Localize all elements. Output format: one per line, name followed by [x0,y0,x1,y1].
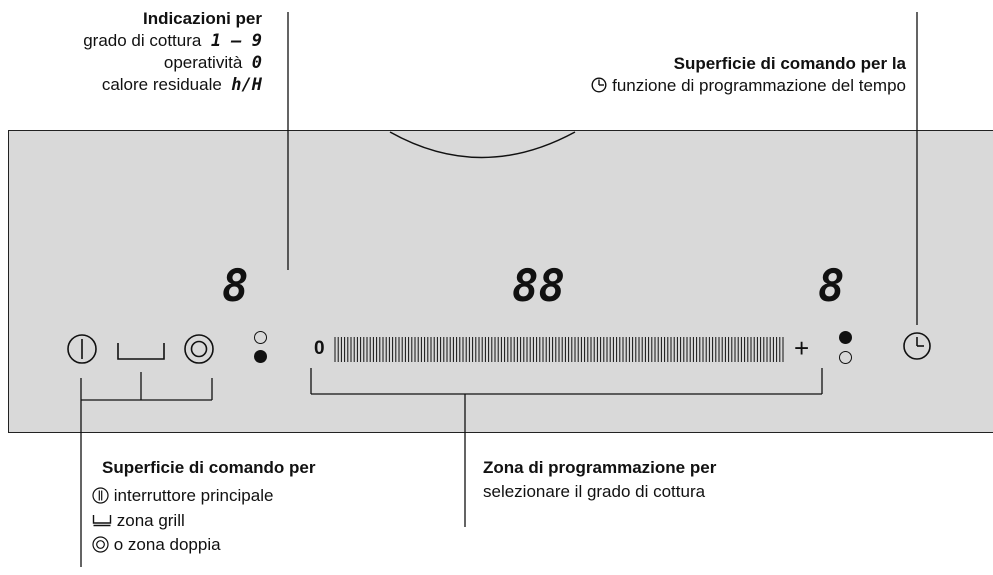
cooking-level-code: 1 – 9 [210,31,262,51]
grill-zone-icon[interactable] [116,340,166,364]
indicators-line1: grado di cottura 1 – 9 [83,31,262,51]
right-indicator-filled [839,331,852,344]
timer-line1: funzione di programmazione del tempo [591,75,906,97]
indicators-line3: calore residuale h/H [101,75,262,95]
timer-display: 88 [512,261,565,312]
control-panel [8,130,993,433]
grill-zone-icon [92,515,112,527]
left-indicator-filled [254,350,267,363]
slider-min-label: 0 [314,338,325,359]
slider-max-label[interactable]: + [794,333,810,363]
control-surface-item1: interruttore principale [92,485,273,507]
right-indicator-empty [839,351,852,364]
left-zone-display: 8 [222,261,249,312]
double-zone-icon [92,536,109,553]
right-zone-display: 8 [818,261,845,312]
programming-zone-line1: selezionare il grado di cottura [483,482,706,501]
power-icon[interactable] [66,333,98,365]
timer-button-icon[interactable] [902,331,932,361]
residual-heat-code: h/H [231,75,262,95]
operative-code: 0 [251,53,262,73]
power-icon [92,487,109,504]
indicators-heading: Indicazioni per [142,9,262,28]
programming-zone-heading: Zona di programmazione per [483,458,717,477]
double-zone-icon[interactable] [183,333,215,365]
slider-scale[interactable] [334,337,784,362]
timer-heading: Superficie di comando per la [673,54,906,73]
indicators-annotation: Indicazioni per grado di cottura 1 – 9 o… [83,8,262,96]
indicators-line2: operatività 0 [163,53,262,73]
timer-annotation: Superficie di comando per la funzione di… [591,53,906,97]
left-indicator-empty [254,331,267,344]
control-surface-item3: o zona doppia [92,534,221,556]
control-surface-annotation: Superficie di comando per [100,457,316,479]
clock-icon [591,77,607,93]
control-surface-heading: Superficie di comando per [102,458,316,477]
control-surface-item2: zona grill [92,510,185,532]
programming-zone-annotation: Zona di programmazione per selezionare i… [483,457,716,503]
